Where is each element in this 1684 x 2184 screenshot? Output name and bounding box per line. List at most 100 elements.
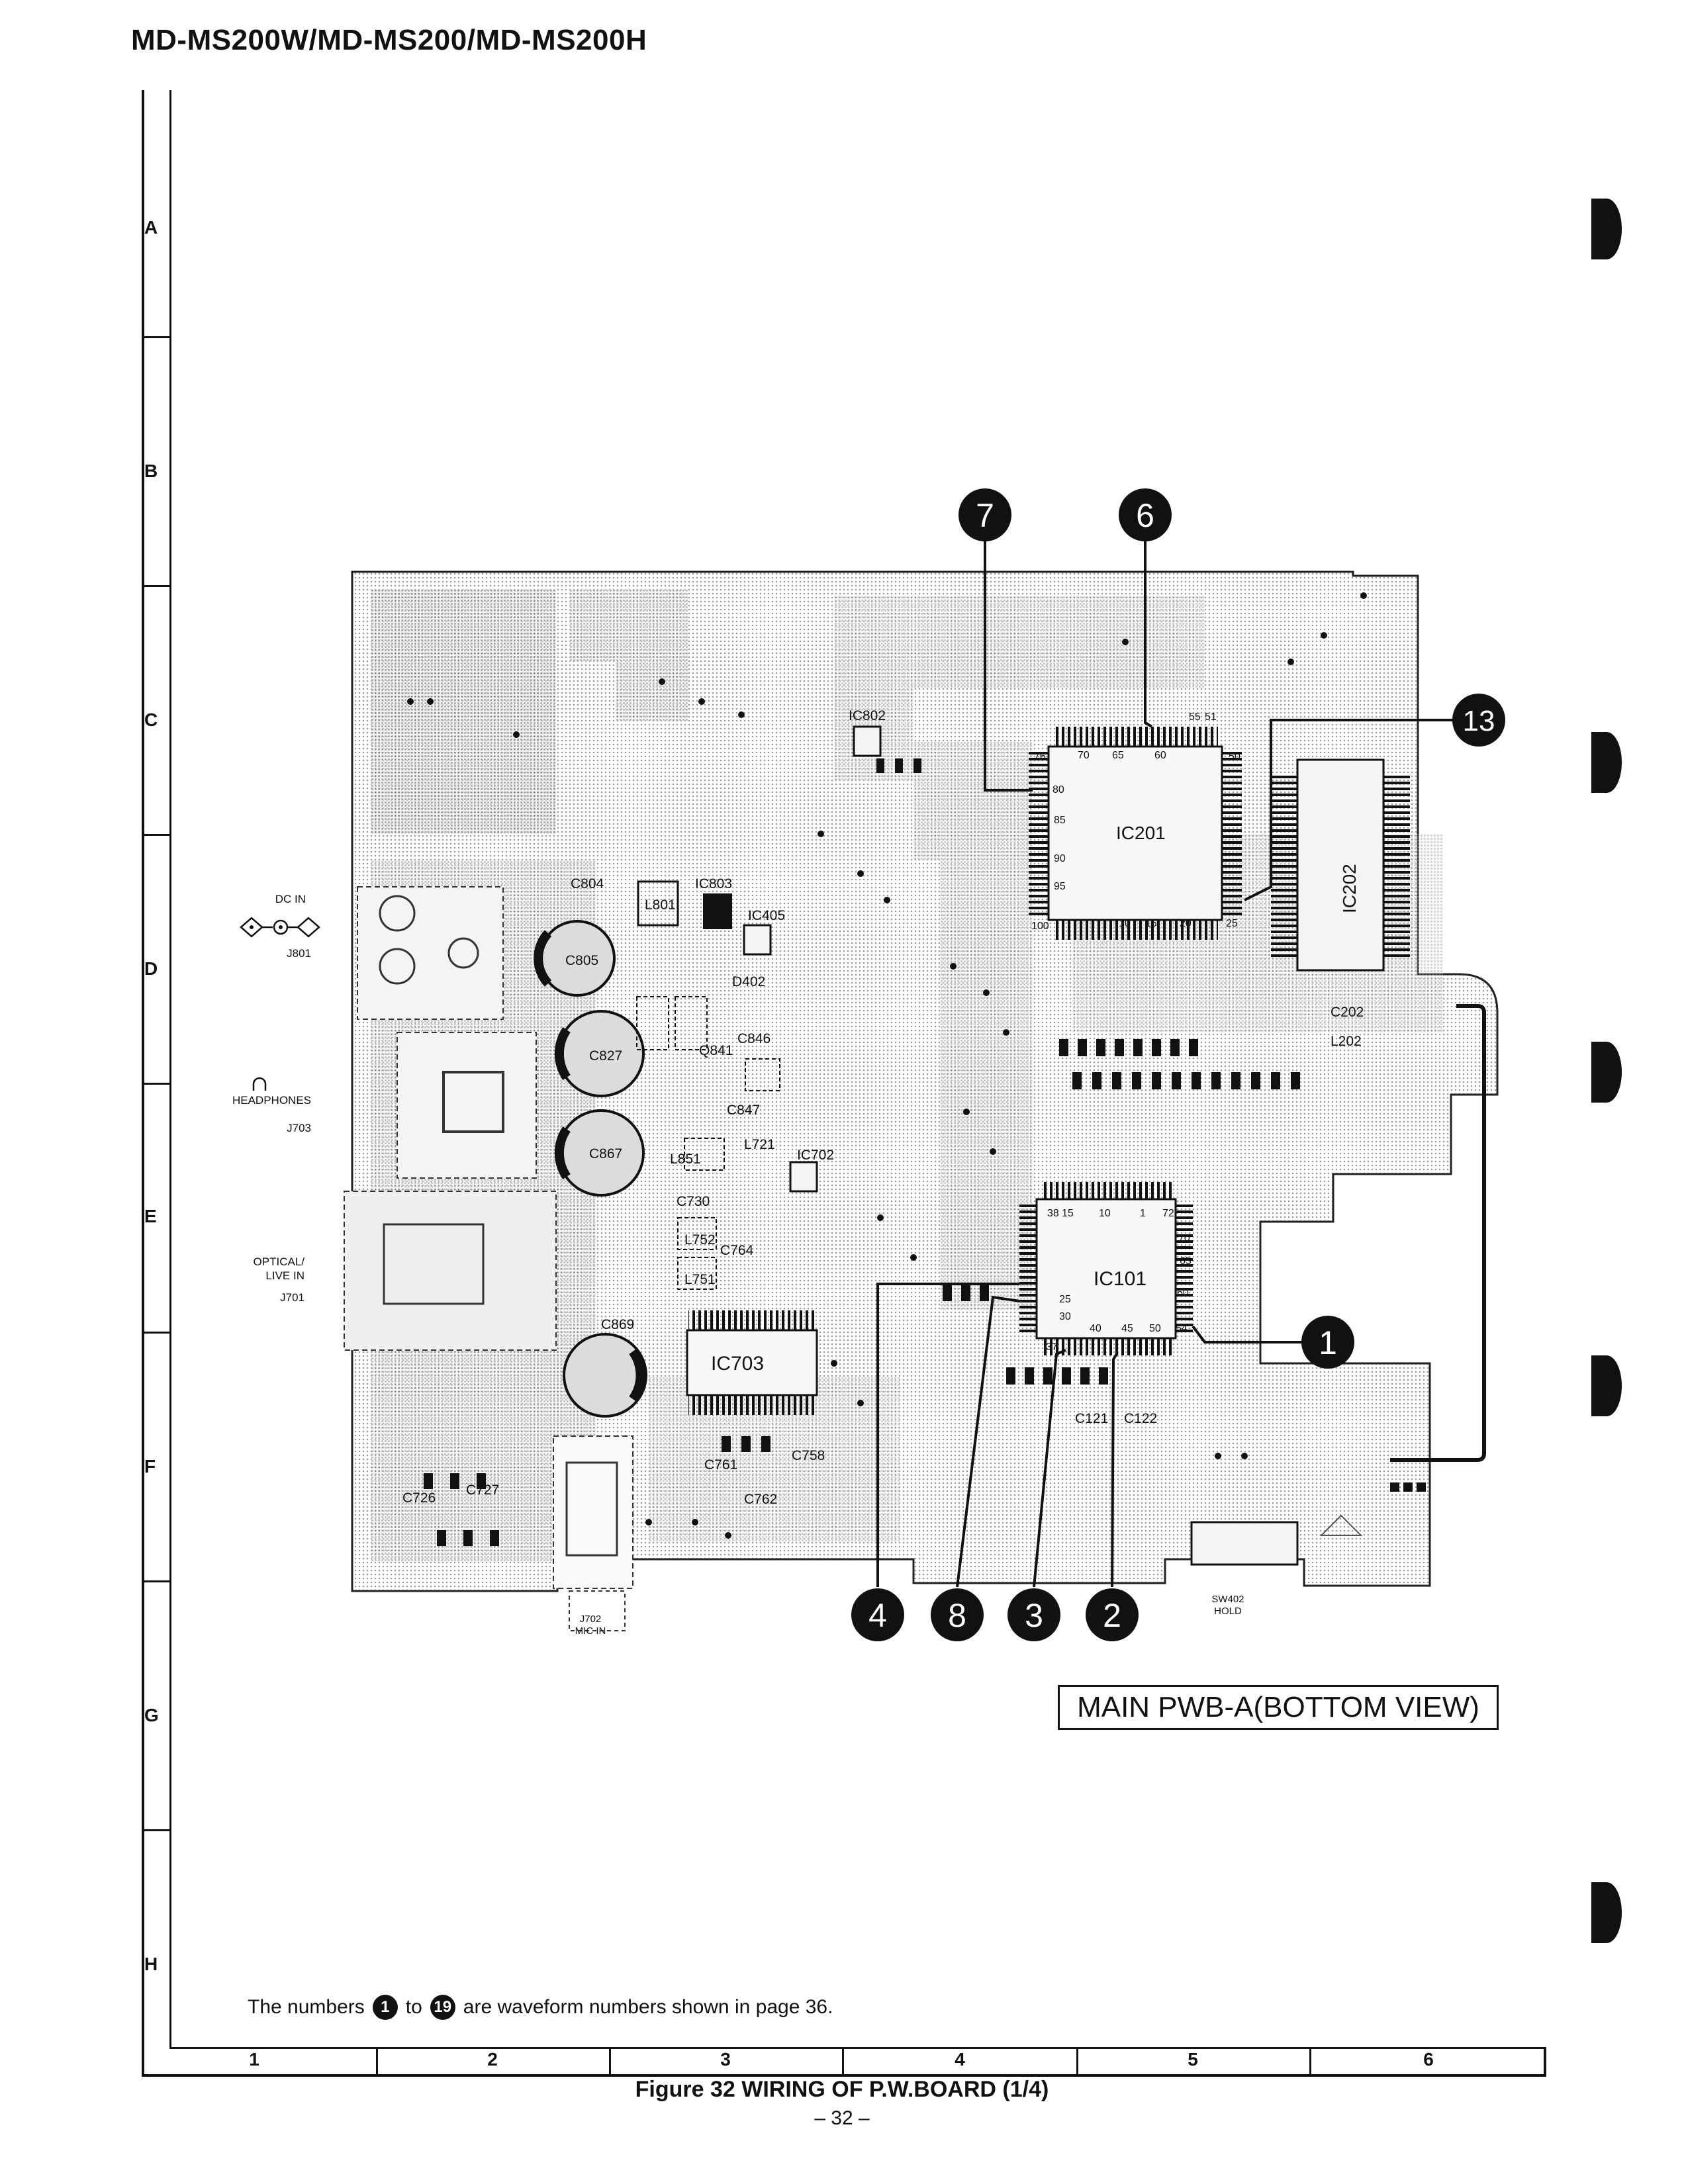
svg-text:54: 54 xyxy=(1176,1323,1188,1334)
svg-text:80: 80 xyxy=(1052,784,1064,796)
column-divider xyxy=(842,2047,844,2074)
row-divider xyxy=(142,1829,169,1831)
svg-text:38: 38 xyxy=(1047,1208,1059,1219)
binder-hole-mark xyxy=(1591,1882,1622,1943)
note-middle: to xyxy=(405,1996,422,2018)
svg-text:IC703: IC703 xyxy=(711,1353,764,1375)
svg-text:C764: C764 xyxy=(720,1243,754,1258)
svg-text:C827: C827 xyxy=(589,1048,622,1064)
svg-text:100: 100 xyxy=(1031,921,1049,932)
svg-text:IC405: IC405 xyxy=(748,908,785,923)
svg-text:C805: C805 xyxy=(565,953,598,968)
headphones-label: HEADPHONES xyxy=(232,1094,311,1107)
svg-text:30: 30 xyxy=(1059,1311,1071,1322)
binder-hole-mark xyxy=(1591,1355,1622,1416)
svg-text:51: 51 xyxy=(1205,711,1217,723)
row-divider xyxy=(142,1332,169,1334)
svg-text:IC201: IC201 xyxy=(1116,823,1166,843)
optical-label: OPTICAL/ LIVE IN xyxy=(253,1255,304,1282)
svg-text:D402: D402 xyxy=(732,974,765,989)
svg-text:C761: C761 xyxy=(704,1457,737,1473)
row-label-b: B xyxy=(144,461,158,481)
dc-in-label: DC IN xyxy=(275,893,306,905)
dc-in-ref: J801 xyxy=(287,947,311,960)
svg-text:7: 7 xyxy=(976,497,994,534)
document-title: MD-MS200W/MD-MS200/MD-MS200H xyxy=(131,24,647,56)
binder-hole-mark xyxy=(1591,199,1622,259)
row-divider xyxy=(142,336,169,338)
binder-hole-mark xyxy=(1591,1042,1622,1103)
svg-text:C846: C846 xyxy=(737,1031,771,1046)
svg-text:55: 55 xyxy=(1189,711,1201,723)
row-label-a: A xyxy=(144,217,158,238)
svg-text:76: 76 xyxy=(1034,751,1046,762)
svg-text:4: 4 xyxy=(868,1597,887,1634)
svg-text:L801: L801 xyxy=(645,897,676,913)
row-label-h: H xyxy=(144,1954,158,1974)
svg-text:70: 70 xyxy=(1178,1233,1190,1244)
waveform-marker-4: 4 xyxy=(851,1588,904,1641)
row-divider xyxy=(142,1580,169,1582)
via-array xyxy=(407,592,1367,1539)
headphones-icon xyxy=(252,1077,267,1091)
column-label-2: 2 xyxy=(487,2049,498,2070)
svg-text:40: 40 xyxy=(1090,1323,1101,1334)
waveform-marker-3: 3 xyxy=(1007,1588,1060,1641)
waveform-marker-7: 7 xyxy=(959,488,1011,541)
svg-text:2: 2 xyxy=(1103,1597,1121,1634)
svg-text:90: 90 xyxy=(1054,853,1066,864)
svg-text:C122: C122 xyxy=(1124,1411,1157,1426)
waveform-marker-8: 8 xyxy=(931,1588,984,1641)
row-divider xyxy=(142,834,169,836)
svg-text:65: 65 xyxy=(1112,750,1124,761)
svg-text:15: 15 xyxy=(1062,1208,1074,1219)
svg-text:C847: C847 xyxy=(727,1103,760,1118)
note-suffix: are waveform numbers shown in page 36. xyxy=(463,1996,833,2018)
row-label-c: C xyxy=(144,709,158,730)
svg-text:Q841: Q841 xyxy=(699,1043,733,1058)
svg-text:50: 50 xyxy=(1149,1323,1161,1334)
svg-text:L752: L752 xyxy=(684,1232,716,1248)
column-label-6: 6 xyxy=(1423,2049,1434,2070)
svg-text:C121: C121 xyxy=(1075,1411,1108,1426)
svg-text:IC202: IC202 xyxy=(1339,864,1360,913)
svg-text:37: 37 xyxy=(1046,1342,1058,1353)
column-bar xyxy=(169,2047,1546,2076)
svg-text:C726: C726 xyxy=(402,1490,436,1506)
column-label-4: 4 xyxy=(955,2049,965,2070)
page-number: – 32 – xyxy=(814,2107,870,2129)
svg-text:C867: C867 xyxy=(589,1146,622,1161)
svg-text:IC802: IC802 xyxy=(849,708,886,723)
column-divider xyxy=(609,2047,611,2074)
svg-text:72: 72 xyxy=(1162,1208,1174,1219)
svg-text:60: 60 xyxy=(1177,1287,1189,1298)
svg-text:15: 15 xyxy=(1145,918,1157,929)
svg-text:70: 70 xyxy=(1078,750,1090,761)
grid-row-strip xyxy=(169,90,1546,2048)
svg-text:25: 25 xyxy=(1059,1294,1071,1305)
svg-text:10: 10 xyxy=(1119,918,1131,929)
svg-text:10: 10 xyxy=(1099,1208,1111,1219)
svg-text:8: 8 xyxy=(948,1597,966,1634)
svg-text:L202: L202 xyxy=(1331,1034,1362,1049)
row-divider xyxy=(142,585,169,587)
row-label-f: F xyxy=(144,1456,156,1477)
svg-text:13: 13 xyxy=(1463,705,1495,737)
note-marker-to: 19 xyxy=(430,1995,455,2020)
column-divider xyxy=(1309,2047,1311,2074)
svg-text:85: 85 xyxy=(1054,815,1066,826)
svg-text:50: 50 xyxy=(1229,751,1240,762)
waveform-marker-1: 1 xyxy=(1301,1316,1354,1369)
svg-text:L721: L721 xyxy=(744,1137,775,1152)
column-label-1: 1 xyxy=(249,2049,259,2070)
svg-text:3: 3 xyxy=(1025,1597,1043,1634)
svg-text:L751: L751 xyxy=(684,1272,716,1287)
svg-text:1: 1 xyxy=(1140,1208,1146,1219)
svg-text:C869: C869 xyxy=(601,1317,634,1332)
svg-text:C730: C730 xyxy=(677,1194,710,1209)
board-title: MAIN PWB-A(BOTTOM VIEW) xyxy=(1058,1685,1499,1730)
waveform-marker-2: 2 xyxy=(1086,1588,1139,1641)
svg-text:C727: C727 xyxy=(466,1482,499,1498)
column-label-3: 3 xyxy=(720,2049,731,2070)
